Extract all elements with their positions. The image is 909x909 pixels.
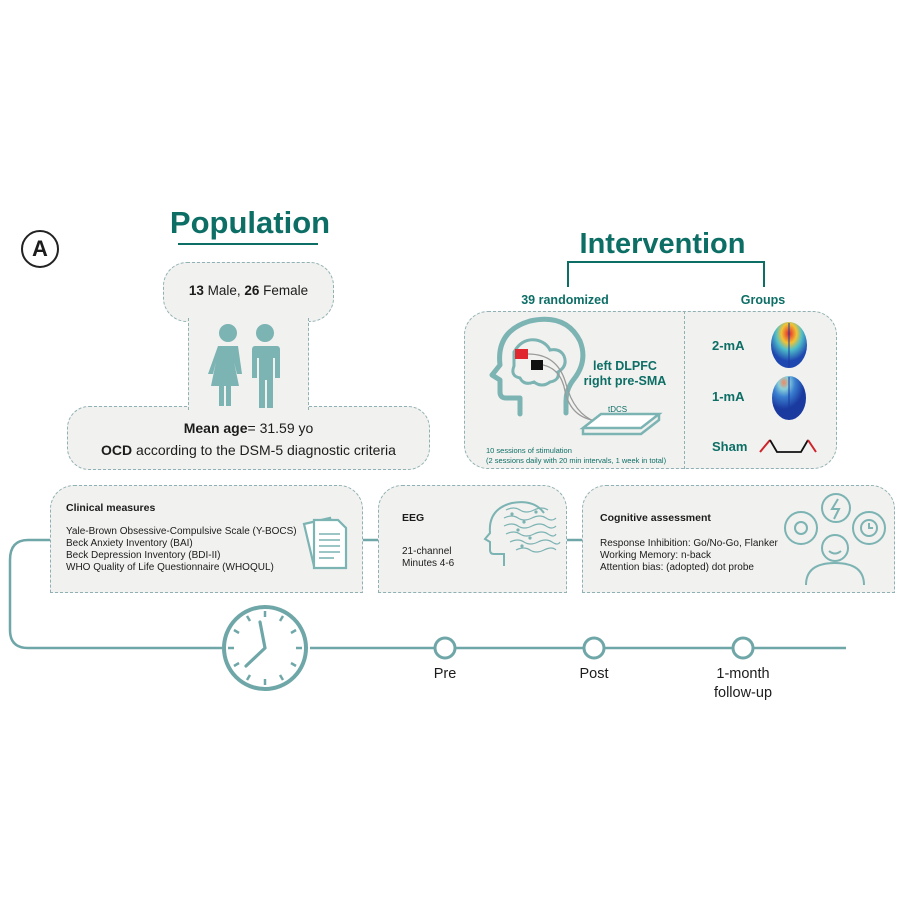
intervention-title: Intervention — [579, 228, 746, 260]
cathode-electrode-icon — [531, 360, 543, 370]
timepoint-pre-marker — [433, 636, 457, 660]
clinical-item-3: Beck Depression Inventory (BDI-II) — [66, 550, 221, 561]
target-line-2: right pre-SMA — [583, 374, 667, 388]
cognitive-item-3: Attention bias: (adopted) dot probe — [600, 562, 754, 573]
ocd-text: according to the DSM-5 diagnostic criter… — [132, 442, 396, 458]
brain-2ma-icon — [771, 322, 807, 368]
cognitive-title: Cognitive assessment — [600, 512, 711, 524]
timepoint-post-marker — [582, 636, 606, 660]
anode-electrode-icon — [515, 349, 528, 359]
clock-icon — [852, 511, 886, 545]
female-count: 26 — [244, 283, 260, 298]
group-2ma-label: 2-mA — [712, 338, 745, 353]
male-count: 13 — [188, 283, 204, 298]
timepoint-pre-label: Pre — [433, 666, 457, 682]
male-label: Male, — [203, 283, 245, 298]
intervention-divider — [684, 311, 685, 469]
eeg-title: EEG — [402, 512, 425, 524]
timepoint-followup-suffix: follow-up — [713, 685, 773, 701]
panel-label-circle: A — [21, 230, 59, 268]
mean-age-label: Mean age — [183, 420, 248, 436]
clinical-title: Clinical measures — [66, 502, 156, 514]
timepoint-post-label: Post — [579, 666, 609, 682]
timepoint-followup-marker — [731, 636, 755, 660]
clinical-item-1: Yale-Brown Obsessive-Compulsive Scale (Y… — [66, 526, 297, 537]
cognitive-item-1: Response Inhibition: Go/No-Go, Flanker — [600, 538, 778, 549]
group-1ma-label: 1-mA — [712, 389, 745, 404]
female-label: Female — [259, 283, 309, 298]
ocd-label: OCD — [101, 442, 133, 458]
groups-label: Groups — [740, 293, 786, 307]
eeg-minutes: Minutes 4-6 — [402, 558, 455, 569]
population-bottom-panel — [67, 406, 430, 470]
population-counts: 13 Male, 26 Female — [163, 283, 334, 298]
panel-label: A — [32, 236, 48, 261]
randomized-label: 39 randomized — [521, 293, 609, 307]
population-title: Population — [169, 205, 331, 240]
target-line-1: left DLPFC — [593, 359, 657, 373]
gear-icon — [784, 511, 818, 545]
ocd-criteria: OCD according to the DSM-5 diagnostic cr… — [67, 442, 430, 458]
clinical-item-4: WHO Quality of Life Questionnaire (WHOQU… — [66, 562, 274, 573]
population-title-underline — [178, 243, 318, 245]
cognitive-panel — [582, 485, 895, 593]
mean-age-value: = 31.59 yo — [247, 420, 314, 436]
lightning-icon — [821, 493, 851, 523]
sessions-line-2: (2 sessions daily with 20 min intervals,… — [486, 456, 667, 465]
cognitive-item-2: Working Memory: n-back — [600, 550, 711, 561]
clinical-item-2: Beck Anxiety Inventory (BAI) — [66, 538, 193, 549]
device-label: tDCS — [608, 405, 628, 414]
timepoint-followup-label: 1-month — [716, 666, 770, 682]
person-head-icon — [821, 534, 849, 562]
population-stem-panel — [188, 318, 309, 410]
mean-age: Mean age= 31.59 yo — [67, 420, 430, 436]
group-sham-label: Sham — [712, 439, 748, 454]
sham-waveform-icon — [759, 439, 817, 453]
clock-icon — [222, 605, 308, 691]
eeg-panel — [378, 485, 567, 593]
eeg-channels: 21-channel — [402, 546, 452, 557]
timeline-left-connector — [8, 538, 222, 650]
brain-1ma-icon — [772, 376, 806, 420]
person-shoulders-icon — [805, 561, 865, 586]
sessions-line-1: 10 sessions of stimulation — [486, 446, 572, 455]
